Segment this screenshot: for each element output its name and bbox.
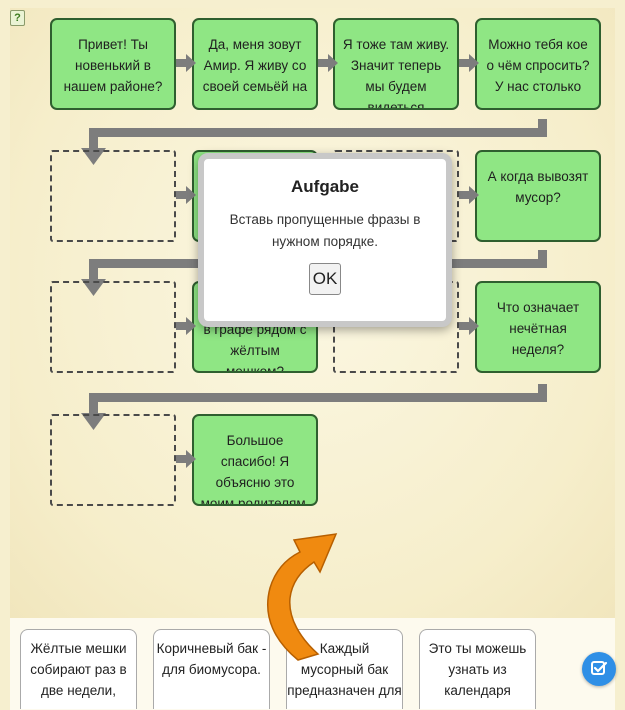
dialogue-card[interactable]: Я тоже там живу. Значит теперь мы будем … — [333, 18, 459, 110]
pool-card[interactable]: Коричневый бак - для биомусора. — [153, 629, 270, 709]
right-arrow-icon — [176, 54, 196, 72]
right-arrow-icon — [176, 317, 196, 335]
right-arrow-icon — [176, 450, 196, 468]
dialog-message: Вставь пропущенные фразы в нужном порядк… — [229, 212, 421, 249]
right-arrow-icon — [318, 54, 338, 72]
right-arrow-icon — [459, 317, 479, 335]
ok-button[interactable]: OK — [309, 263, 341, 295]
dialogue-card[interactable]: Можно тебя кое о чём спросить? У нас сто… — [475, 18, 601, 110]
pool-card[interactable]: Жёлтые мешки собирают раз в две недели, — [20, 629, 137, 709]
dialog-title: Aufgabe — [291, 177, 359, 196]
right-arrow-icon — [459, 54, 479, 72]
dialogue-card[interactable]: Что означает нечётная неделя? — [475, 281, 601, 373]
dialogue-card[interactable]: Да, меня зовут Амир. Я живу со своей сем… — [192, 18, 318, 110]
dialogue-card[interactable]: Большое спасибо! Я объясню это моим роди… — [192, 414, 318, 506]
right-arrow-icon — [459, 186, 479, 204]
empty-drop-slot[interactable] — [50, 150, 176, 242]
check-icon — [591, 661, 608, 675]
curved-arrow-icon — [266, 533, 338, 661]
help-icon[interactable]: ? — [10, 10, 25, 26]
empty-drop-slot[interactable] — [50, 414, 176, 506]
pool-card[interactable]: Это ты можешь узнать из календаря — [419, 629, 536, 709]
right-arrow-icon — [176, 186, 196, 204]
empty-drop-slot[interactable] — [50, 281, 176, 373]
dialogue-card[interactable]: А когда вывозят мусор? — [475, 150, 601, 242]
dialogue-card[interactable]: Привет! Ты новенький в нашем районе? — [50, 18, 176, 110]
check-button[interactable] — [582, 652, 616, 686]
task-dialog: Aufgabe Вставь пропущенные фразы в нужно… — [198, 153, 452, 327]
